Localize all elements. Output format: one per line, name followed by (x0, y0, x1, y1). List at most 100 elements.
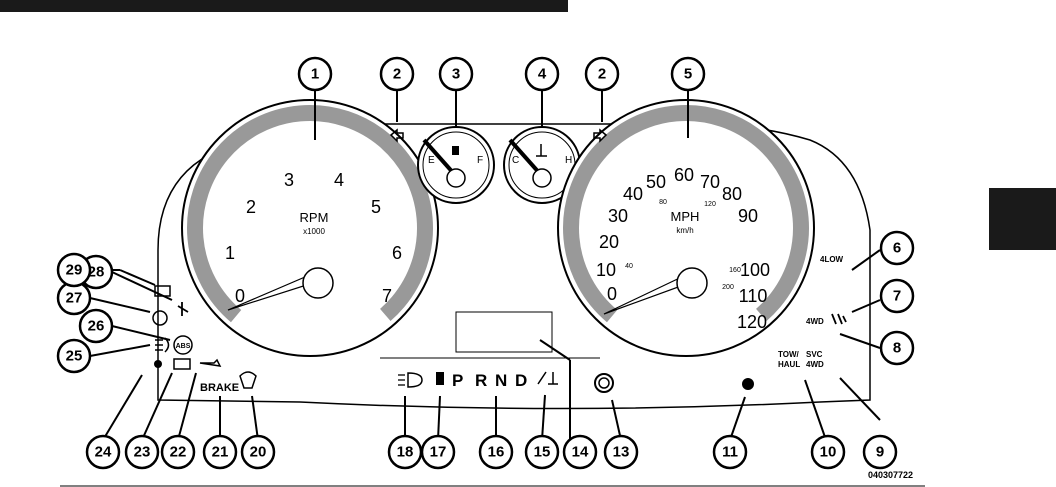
callout-4: 4 (526, 58, 558, 90)
tach-tick-3: 3 (284, 170, 294, 190)
mph-tick-50: 50 (646, 172, 666, 192)
tow-haul-label-1: TOW/ (778, 350, 800, 359)
svg-text:22: 22 (170, 444, 187, 461)
mph-tick-60: 60 (674, 165, 694, 185)
callout-6: 6 (881, 232, 913, 264)
callout-14: 14 (564, 436, 596, 468)
tach-unit: x1000 (303, 227, 325, 236)
callout-9: 9 (864, 436, 896, 468)
svg-text:23: 23 (134, 444, 151, 461)
svg-text:11: 11 (722, 444, 738, 461)
kmh-tick-200: 200 (722, 284, 734, 291)
tach-tick-5: 5 (371, 197, 381, 217)
callout-29: 29 (58, 254, 90, 286)
svg-text:26: 26 (88, 318, 105, 335)
gear-d: D (515, 371, 527, 390)
callout-21: 21 (204, 436, 236, 468)
tach-hub (303, 268, 333, 298)
callout-18: 18 (389, 436, 421, 468)
kmh-tick-160: 160 (729, 267, 741, 274)
4low-label: 4LOW (820, 255, 844, 264)
fuel-full-label: F (477, 155, 483, 166)
svg-text:9: 9 (876, 444, 884, 461)
fuel-hub (447, 169, 465, 187)
fuel-pump-icon (452, 146, 459, 155)
seatbelt-icon (178, 302, 188, 316)
callout-5: 5 (672, 58, 704, 90)
overheat-icon (538, 372, 558, 384)
speedo-hub (677, 268, 707, 298)
callout-26: 26 (80, 310, 112, 342)
svg-text:4: 4 (538, 66, 547, 83)
svg-text:7: 7 (893, 288, 901, 305)
svg-text:16: 16 (488, 444, 505, 461)
svg-text:6: 6 (893, 240, 901, 257)
callout-20: 20 (242, 436, 274, 468)
fuel-empty-label: E (428, 155, 435, 166)
stability-off-icon (832, 314, 846, 324)
svg-text:1: 1 (311, 66, 319, 83)
kmh-tick-80: 80 (659, 199, 667, 206)
oil-pressure-icon (200, 360, 220, 366)
tach-tick-6: 6 (392, 243, 402, 263)
tach-tick-2: 2 (246, 197, 256, 217)
svg-text:13: 13 (613, 444, 630, 461)
svg-text:29: 29 (66, 262, 83, 279)
check-engine-icon (174, 359, 190, 369)
svg-text:25: 25 (66, 348, 83, 365)
callout-11: 11 (714, 436, 746, 468)
svg-text:10: 10 (820, 444, 837, 461)
callout-25: 25 (58, 340, 90, 372)
callout-23: 23 (126, 436, 158, 468)
svg-text:14: 14 (572, 444, 589, 461)
tach-tick-4: 4 (334, 170, 344, 190)
callout-7: 7 (881, 280, 913, 312)
mph-tick-0: 0 (607, 284, 617, 304)
svg-text:24: 24 (95, 444, 112, 461)
security-light-dot (742, 378, 754, 390)
mph-tick-10: 10 (596, 260, 616, 280)
callout-2-left: 2 (381, 58, 413, 90)
svg-text:27: 27 (66, 290, 83, 307)
svg-text:15: 15 (534, 444, 551, 461)
svg-text:3: 3 (452, 66, 460, 83)
tachometer: 0 1 2 3 4 5 6 7 RPM x1000 (148, 66, 472, 390)
mph-tick-80: 80 (722, 184, 742, 204)
brake-label: BRAKE (200, 382, 239, 394)
mph-tick-110: 110 (739, 286, 768, 306)
mph-tick-70: 70 (700, 172, 720, 192)
temp-hot-label: H (565, 155, 572, 166)
gear-p: P (452, 371, 463, 390)
callout-15: 15 (526, 436, 558, 468)
mph-tick-120: 120 (737, 312, 767, 332)
4wd-label: 4WD (806, 317, 824, 326)
svg-text:8: 8 (893, 340, 901, 357)
abs-label: ABS (176, 343, 191, 350)
brake-system-icon (153, 311, 167, 325)
callout-1: 1 (299, 58, 331, 90)
figure-code: 040307722 (868, 470, 913, 480)
svg-text:5: 5 (684, 66, 692, 83)
cruise-indicator-icon (595, 374, 613, 392)
speedometer: 0 10 20 30 40 50 60 70 80 90 100 110 120… (524, 66, 848, 390)
svg-text:21: 21 (212, 444, 229, 461)
speedo-unit: km/h (676, 226, 693, 235)
callout-10: 10 (812, 436, 844, 468)
svg-text:2: 2 (393, 66, 401, 83)
mph-tick-90: 90 (738, 206, 758, 226)
traction-control-icon (240, 372, 256, 388)
kmh-tick-40: 40 (625, 263, 633, 270)
mph-tick-30: 30 (608, 206, 628, 226)
mph-tick-100: 100 (740, 260, 770, 280)
svg-text:17: 17 (430, 444, 447, 461)
gear-r: R (475, 371, 487, 390)
svc-4wd-label-2: 4WD (806, 360, 824, 369)
kmh-tick-120: 120 (704, 201, 716, 208)
fuel-gauge: E F (418, 127, 494, 203)
svg-text:20: 20 (250, 444, 267, 461)
tach-tick-1: 1 (225, 243, 235, 263)
temp-hub (533, 169, 551, 187)
callout-16: 16 (480, 436, 512, 468)
airbag-icon (154, 360, 162, 368)
